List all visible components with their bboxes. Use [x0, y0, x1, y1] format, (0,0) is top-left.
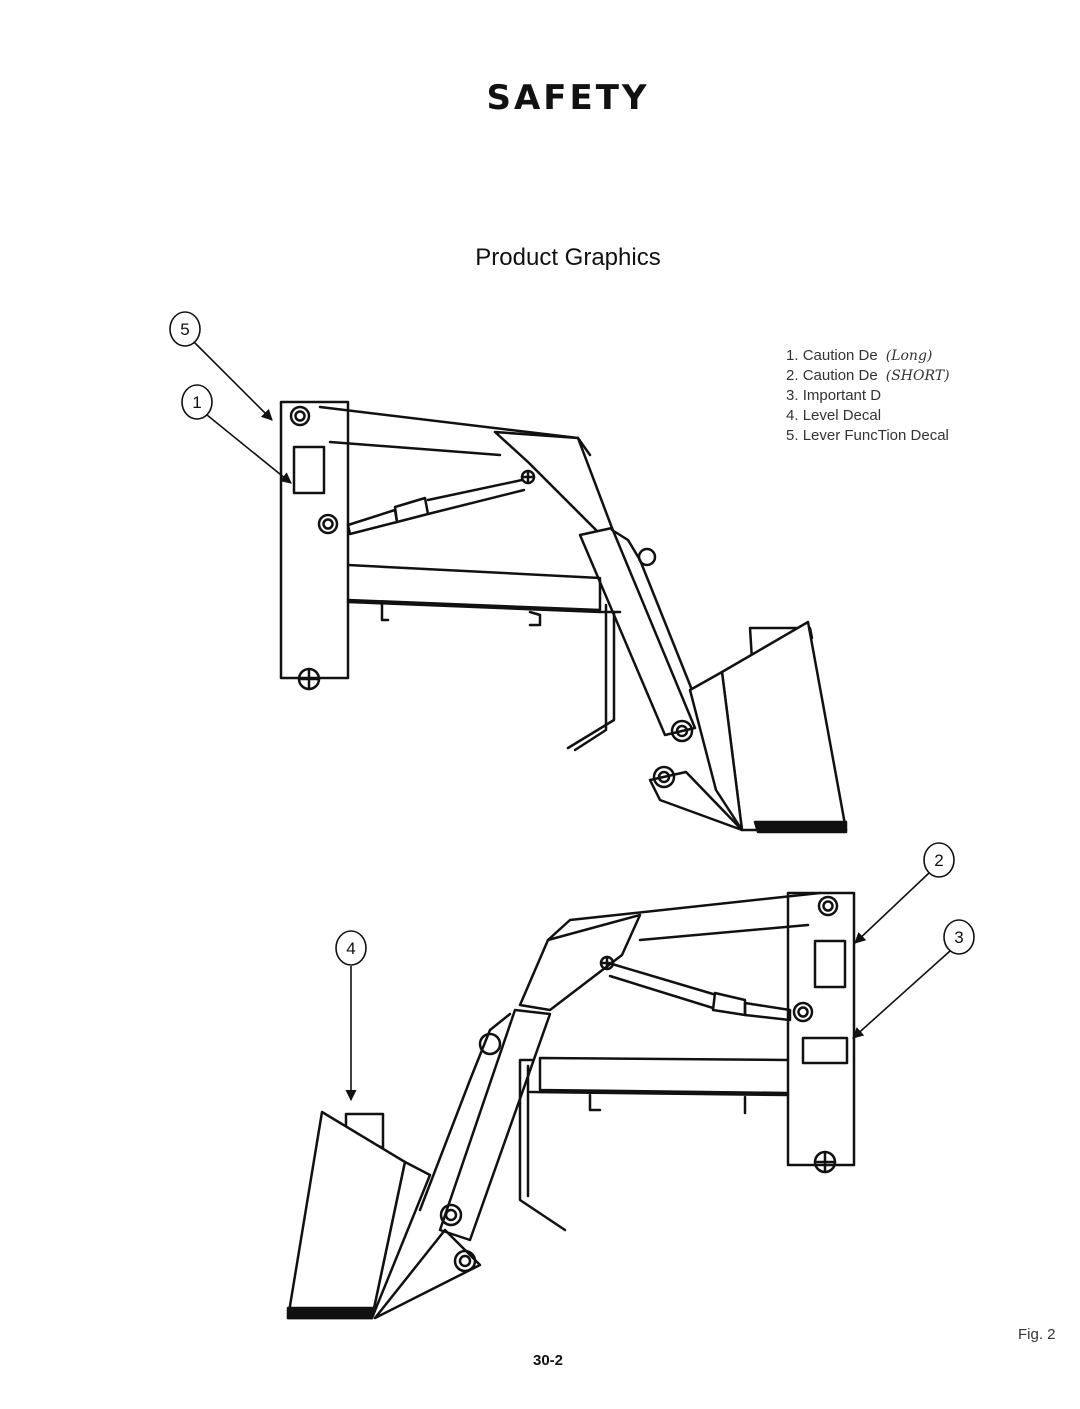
- decal-legend: 1. Caution De (Long) 2. Caution De (SHORT)…: [786, 346, 950, 446]
- legend-item-1: 1. Caution De (Long): [786, 346, 950, 366]
- legend-item-3: 3. Important D: [786, 386, 950, 406]
- legend-text: Caution De: [802, 347, 878, 364]
- callout-5-label: 5: [180, 320, 189, 339]
- callout-2-label: 2: [934, 851, 943, 870]
- callout-4: [335, 930, 367, 1102]
- callout-1: [181, 384, 292, 484]
- page-number: 30-2: [532, 1352, 564, 1369]
- legend-note: (Long): [885, 348, 933, 364]
- legend-note: (SHORT): [885, 368, 950, 384]
- page-title: SAFETY: [486, 78, 650, 118]
- callout-3: [852, 919, 975, 1039]
- bottom-loader-illustration: [286, 891, 856, 1320]
- legend-item-2: 2. Caution De (SHORT): [786, 366, 950, 386]
- section-heading: Product Graphics: [475, 244, 661, 271]
- legend-text: Important D: [802, 387, 882, 404]
- callout-5: [169, 311, 273, 421]
- bottom-decal-3: [801, 1036, 849, 1065]
- legend-num: 1.: [786, 347, 799, 364]
- bottom-decal-2: [813, 939, 847, 989]
- legend-num: 4.: [786, 407, 799, 424]
- legend-num: 5.: [786, 427, 799, 444]
- legend-num: 2.: [786, 367, 799, 384]
- legend-text: Level Decal: [802, 407, 882, 424]
- bottom-upright: [786, 891, 856, 1167]
- legend-text: Lever FuncTion Decal: [802, 427, 949, 444]
- callout-3-label: 3: [954, 928, 963, 947]
- figure-label: Fig. 2: [1018, 1326, 1056, 1343]
- callout-4-label: 4: [346, 939, 355, 958]
- legend-text: Caution De: [802, 367, 878, 384]
- legend-item-4: 4. Level Decal: [786, 406, 950, 426]
- legend-num: 3.: [786, 387, 799, 404]
- top-decal-1: [292, 445, 326, 495]
- legend-item-5: 5. Lever FuncTion Decal: [786, 426, 950, 446]
- callout-2: [854, 842, 955, 944]
- callout-1-label: 1: [192, 393, 201, 412]
- top-loader-illustration: [279, 400, 848, 834]
